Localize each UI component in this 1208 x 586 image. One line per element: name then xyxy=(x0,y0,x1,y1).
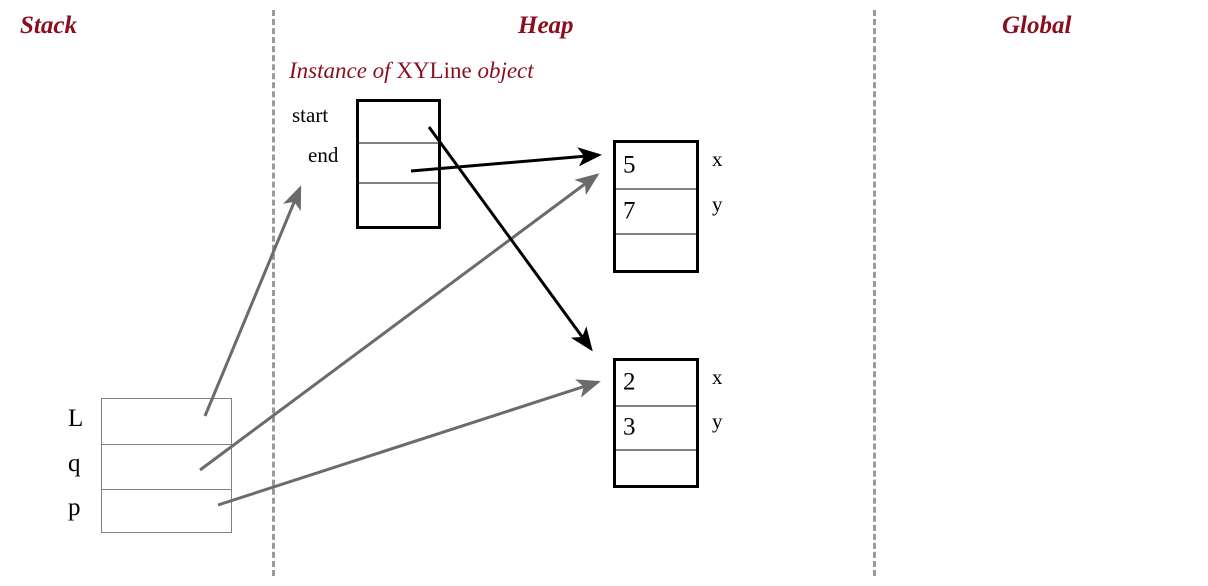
arrow-L-to-xyline xyxy=(203,185,302,417)
caption-prefix: Instance of xyxy=(289,58,397,83)
xyline-start-label: start xyxy=(292,103,329,127)
caption-classname: XYLine xyxy=(396,58,472,83)
stack-cell-q xyxy=(102,444,231,489)
xypoint-5-7-y-value: 7 xyxy=(623,196,636,224)
xypoint-2-3-empty-cell xyxy=(616,449,696,485)
xyline-object-box xyxy=(356,99,441,229)
arrow-end-to-point-2-3 xyxy=(427,126,593,352)
xypoint-2-3-x-value: 2 xyxy=(623,368,636,396)
xypoint-5-7-x-label: x xyxy=(712,147,723,171)
xypoint-5-7-box: 5 7 xyxy=(613,140,699,273)
region-title-stack: Stack xyxy=(20,12,77,39)
stack-var-label-L: L xyxy=(68,405,84,432)
xypoint-5-7-x-cell: 5 xyxy=(616,143,696,188)
arrow-p-to-point-2-3 xyxy=(217,379,601,507)
xypoint-5-7-y-label: y xyxy=(712,192,723,216)
stack-cell-L xyxy=(102,399,231,444)
stack-heap-divider xyxy=(272,10,275,576)
xyline-field-start-cell xyxy=(359,102,438,142)
xypoint-2-3-x-cell: 2 xyxy=(616,361,696,405)
stack-var-label-q: q xyxy=(68,450,81,477)
region-title-heap: Heap xyxy=(518,12,574,39)
heap-global-divider xyxy=(873,10,876,576)
xypoint-5-7-x-value: 5 xyxy=(623,150,636,178)
xyline-caption: Instance of XYLine object xyxy=(289,58,534,84)
xypoint-2-3-x-label: x xyxy=(712,365,723,389)
xyline-field-empty-cell xyxy=(359,182,438,226)
xypoint-5-7-y-cell: 7 xyxy=(616,188,696,233)
xyline-end-label: end xyxy=(308,143,339,167)
region-title-global: Global xyxy=(1002,12,1072,39)
xypoint-5-7-empty-cell xyxy=(616,233,696,271)
xyline-field-end-cell xyxy=(359,142,438,182)
stack-frame-box xyxy=(101,398,232,533)
xypoint-2-3-y-cell: 3 xyxy=(616,405,696,449)
stack-var-label-p: p xyxy=(68,494,81,521)
xypoint-2-3-y-value: 3 xyxy=(623,413,636,441)
xypoint-2-3-y-label: y xyxy=(712,409,723,433)
xypoint-2-3-box: 2 3 xyxy=(613,358,699,488)
caption-suffix: object xyxy=(471,58,534,83)
stack-cell-p xyxy=(102,489,231,531)
